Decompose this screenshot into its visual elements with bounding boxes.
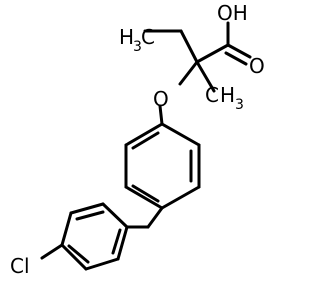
upper-ring-bond-1 <box>160 122 201 147</box>
lower-ring-bond-6 <box>116 225 129 261</box>
ethyl-hydrogen-count: 3 <box>133 39 142 55</box>
structure-canvas: OH O O H 3 C C H 3 Cl <box>10 1 265 278</box>
bond-quaternary-to-methyl <box>195 60 216 93</box>
methyl-carbon-label: C <box>205 83 219 107</box>
lower-ring-bond-1 <box>101 202 129 229</box>
lower-ring-inner-double-3 <box>111 228 122 255</box>
bond-carboxyl-double-1 <box>226 43 252 59</box>
lower-ring-bond-2 <box>69 202 105 215</box>
ethyl-hydrogen-label: H <box>119 25 134 49</box>
upper-ring-bond-4 <box>124 185 164 210</box>
bond-lower-ring-to-chlorine <box>40 243 64 260</box>
upper-ring-inner-double-3 <box>131 131 160 150</box>
bond-ether-oxygen-to-aryl <box>158 104 164 126</box>
lower-ring-bond-3 <box>60 211 73 247</box>
ethyl-carbon-label: C <box>141 25 155 49</box>
lower-ring-bond-4 <box>60 243 88 271</box>
lower-ring-inner-double-1 <box>75 210 105 221</box>
carbonyl-oxygen-label: O <box>249 54 265 78</box>
upper-ring-bond-6 <box>124 122 164 147</box>
lower-ring-inner-double-2 <box>67 244 90 264</box>
bond-quaternary-to-carboxyl-carbon <box>195 43 230 64</box>
chemical-structure: OH O O H 3 C C H 3 Cl <box>10 1 265 278</box>
bond-carboxyl-double-2 <box>224 51 248 66</box>
upper-ring-bond-3 <box>160 185 201 210</box>
bond-upper-ring-to-methylene <box>146 206 164 229</box>
ether-oxygen-label: O <box>153 87 169 111</box>
bond-quaternary-to-ether-oxygen <box>178 60 199 86</box>
chlorine-label: Cl <box>10 254 30 278</box>
bond-quaternary-to-ethyl-ch2 <box>179 29 199 64</box>
methyl-hydrogen-count: 3 <box>235 97 244 113</box>
upper-ring-inner-double-2 <box>131 184 160 203</box>
methyl-hydrogen-label: H <box>220 83 235 107</box>
hydroxyl-label: OH <box>217 1 248 25</box>
lower-ring-bond-5 <box>84 257 120 271</box>
